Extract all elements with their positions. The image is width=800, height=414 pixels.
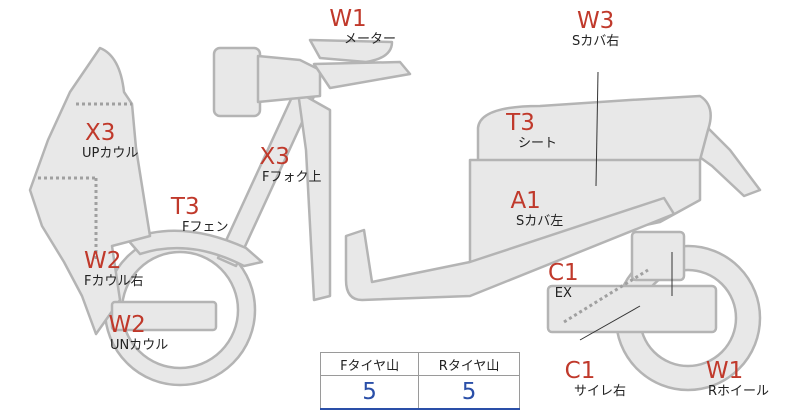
part-code: W2 — [108, 312, 146, 338]
part-meter[interactable]: W1 メーター — [300, 6, 397, 47]
part-un-cowl[interactable]: W2 UNカウル — [86, 312, 169, 353]
under-cowl-shape — [110, 300, 218, 332]
part-code: W2 — [84, 248, 122, 274]
part-up-cowl[interactable]: X3 UPカウル — [62, 120, 139, 161]
part-label: Sカバ左 — [516, 214, 564, 229]
leg-shield-shape — [296, 90, 332, 302]
part-code: W1 — [329, 6, 367, 32]
part-code: C1 — [548, 260, 579, 286]
front-tire-value: 5 — [319, 375, 420, 410]
rear-tire-header: Rタイヤ山 — [418, 352, 520, 376]
part-label: Rホイール — [708, 384, 770, 399]
floor-frame-shape — [344, 196, 676, 302]
part-s-cover-left[interactable]: A1 Sカバ左 — [488, 188, 564, 229]
part-label: メーター — [344, 32, 397, 47]
front-cowl-shape — [28, 46, 152, 336]
front-fender-shape — [126, 229, 264, 268]
part-exhaust[interactable]: C1 EX — [548, 260, 579, 301]
part-label: サイレ右 — [574, 384, 627, 399]
part-s-cover-right[interactable]: W3 Sカバ右 — [572, 8, 620, 49]
part-label: UPカウル — [82, 146, 139, 161]
part-r-wheel[interactable]: W1 Rホイール — [680, 358, 770, 399]
part-f-fender[interactable]: T3 Fフェン — [142, 194, 229, 235]
part-code: X3 — [259, 144, 290, 170]
part-f-cowl-right[interactable]: W2 Fカウル右 — [62, 248, 144, 289]
rear-tire-value: 5 — [418, 375, 520, 410]
part-label: EX — [554, 286, 572, 301]
part-label: Fフェン — [182, 220, 229, 235]
meter-shape — [308, 38, 394, 64]
part-code: C1 — [564, 358, 596, 384]
front-tire-header: Fタイヤ山 — [319, 352, 420, 376]
part-label: UNカウル — [110, 338, 169, 353]
part-code: A1 — [510, 188, 541, 214]
part-label: Fフォク上 — [262, 170, 322, 185]
part-code: W1 — [705, 358, 744, 384]
handle-headlight-shape — [212, 46, 412, 118]
part-label: Sカバ右 — [572, 34, 620, 49]
part-label: Fカウル右 — [84, 274, 144, 289]
part-label: シート — [518, 136, 558, 151]
part-seat[interactable]: T3 シート — [484, 110, 558, 151]
tire-tread-table: Fタイヤ山 Rタイヤ山 5 5 — [319, 352, 520, 410]
cowl-dotted-lines — [38, 102, 132, 262]
part-f-fork-upper[interactable]: X3 Fフォク上 — [228, 144, 322, 185]
leader-lines — [579, 71, 673, 341]
part-code: T3 — [506, 110, 535, 136]
side-cover-shape — [468, 158, 702, 264]
part-code: X3 — [84, 120, 116, 146]
part-muffler-right[interactable]: C1 サイレ右 — [534, 358, 627, 399]
part-code: W3 — [576, 8, 615, 34]
engine-shape — [546, 230, 718, 334]
part-code: T3 — [170, 194, 200, 220]
